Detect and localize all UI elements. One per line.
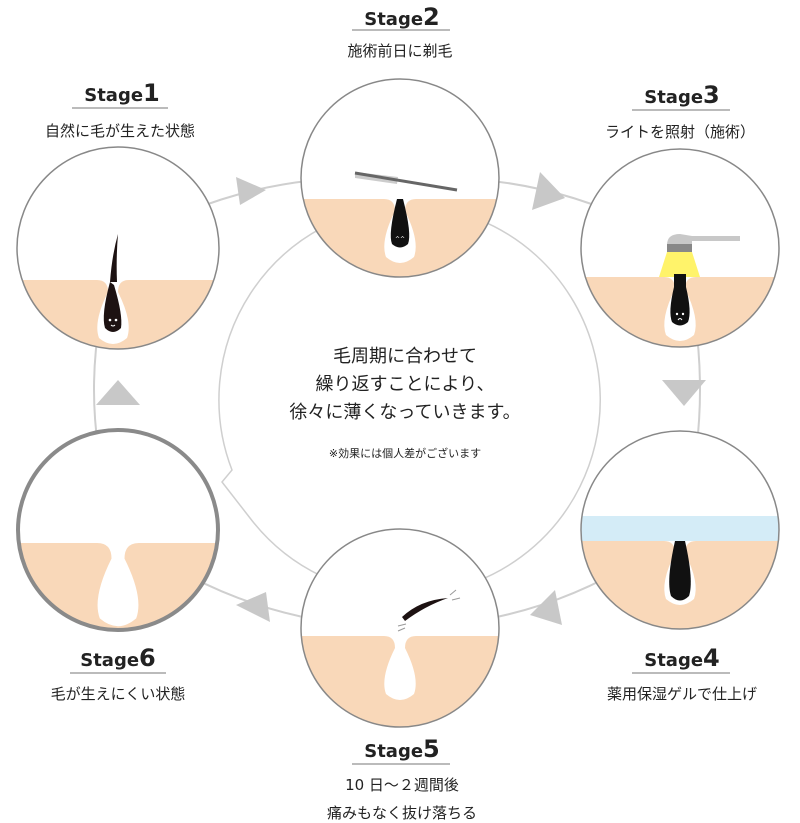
stage-3-illustration [580,148,780,348]
svg-text:Stage1: Stage1 [84,79,160,107]
arrow-icon [662,380,706,406]
stage-5-caption-2: 痛みもなく抜け落ちる [327,804,477,822]
stage-4-label: Stage4 薬用保湿ゲルで仕上げ [607,644,757,703]
arrow-icon [96,380,140,405]
stage-3-caption: ライトを照射（施術） [605,123,755,141]
gel-layer [581,516,779,542]
center-line-2: 繰り返すことにより、 [316,374,495,395]
stage-4-caption: 薬用保湿ゲルで仕上げ [607,685,757,703]
stage-6-label: Stage6 毛が生えにくい状態 [51,644,186,703]
stage-5-label: Stage5 10 日〜２週間後 痛みもなく抜け落ちる [327,735,477,822]
svg-text:Stage6: Stage6 [80,644,156,672]
stage-3-label: Stage3 ライトを照射（施術） [605,81,755,141]
stage-6-illustration [16,428,220,632]
arrow-icon [236,177,266,205]
svg-text:Stage3: Stage3 [644,81,720,109]
stage-2-label: Stage2 施術前日に剃毛 [347,3,452,60]
stage-4-illustration [580,430,780,630]
stage-2-caption: 施術前日に剃毛 [347,42,452,60]
center-line-3: 徐々に薄くなっていきます。 [289,402,520,423]
stage-1-illustration [16,146,220,350]
center-line-1: 毛周期に合わせて [333,346,477,367]
stage-5-illustration [300,528,500,728]
svg-text:Stage2: Stage2 [364,3,440,31]
svg-text:Stage4: Stage4 [644,644,720,672]
arrow-icon [236,592,270,622]
stage-6-caption: 毛が生えにくい状態 [51,685,186,703]
stage-5-caption: 10 日〜２週間後 [345,776,459,794]
center-speech-bubble: 毛周期に合わせて 繰り返すことにより、 徐々に薄くなっていきます。 ※効果には個… [218,204,601,596]
disclaimer-note: ※効果には個人差がございます [329,446,481,460]
stage-1-caption: 自然に毛が生えた状態 [45,122,195,140]
svg-text:Stage5: Stage5 [364,735,440,763]
arrow-icon [532,172,565,210]
svg-text:^^: ^^ [395,236,405,243]
stage-1-label: Stage1 自然に毛が生えた状態 [45,79,195,140]
light-device-icon [659,234,740,277]
arrow-icon [530,590,562,625]
